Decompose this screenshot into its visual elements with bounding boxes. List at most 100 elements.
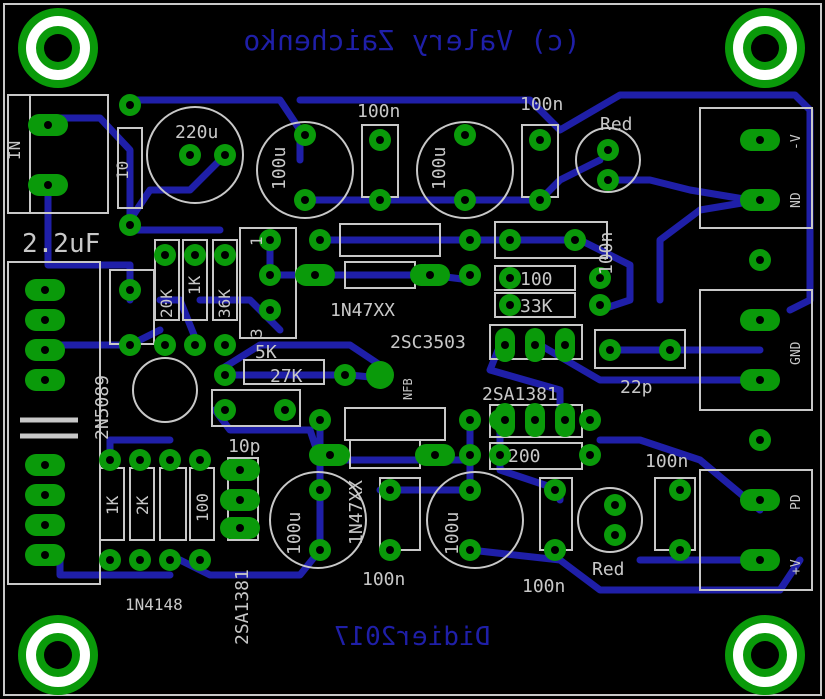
pad-hole [221,371,229,379]
pad-hole [126,221,134,229]
pad-hole [136,556,144,564]
label-red-top: Red [600,114,633,135]
pad-hole [316,236,324,244]
pad-hole [571,236,579,244]
credit-text: (c) Valery Zaichenko [243,24,580,57]
pad-hole [676,486,684,494]
label-n100-f: 100n [522,576,565,597]
pad-hole [196,456,204,464]
pad-hole [44,181,52,189]
label-pin1: 1 [247,236,266,246]
pad-hole [41,491,49,499]
label-r1kb: 1K [185,275,204,295]
label-r1k: 1K [103,495,122,515]
pad-hole [531,416,539,424]
author-text: Didier2017 [334,622,491,652]
label-c22p: 22p [620,377,653,398]
pad-hole [466,546,474,554]
pad-hole [106,456,114,464]
pad-hole [756,196,764,204]
label-c100u-a: 100u [269,147,290,190]
pad-hole [531,341,539,349]
label-r10: 10 [113,161,132,180]
pad-hole [586,416,594,424]
pad-hole [41,461,49,469]
pad-hole [604,176,612,184]
pad-hole [191,251,199,259]
label-c100u-d: 100u [442,512,463,555]
label-n100-b: 100n [520,94,563,115]
pad-hole [236,524,244,532]
pad-hole [136,456,144,464]
label-n100-c: 100n [596,232,617,275]
pad-hole [126,101,134,109]
pad-hole [676,546,684,554]
pad-hole [604,146,612,154]
label-r27k: 27K [270,366,303,387]
label-d3: 1N4148 [125,595,183,614]
pad-hole [106,556,114,564]
pad-hole [611,501,619,509]
pad-hole [466,486,474,494]
silk-labels: IN 2.2uF 220u 10 100u 100u 100u 100u 100… [5,94,804,645]
pad-hole [166,556,174,564]
pad-hole [496,451,504,459]
label-nfb: NFB [401,378,415,400]
label-d2: 1N47XX [346,480,367,545]
pad-hole [466,271,474,279]
pad-hole [41,376,49,384]
label-r5k: 5K [255,342,277,363]
label-c100u-b: 100u [429,147,450,190]
pad-hole [376,136,384,144]
pad-hole [536,196,544,204]
pad-hole [126,286,134,294]
pad-hole [426,271,434,279]
pad-hole [501,416,509,424]
mounting-holes [18,8,805,695]
pads [25,94,780,571]
pad-hole [461,196,469,204]
pad-hole [316,486,324,494]
pad-hole [221,341,229,349]
label-r33k: 33K [520,296,553,317]
pad-hole [221,151,229,159]
nfb-pad [366,361,394,389]
pad-hole [186,151,194,159]
pad-hole [756,496,764,504]
pad-hole [596,274,604,282]
label-r20k: 20K [157,289,176,318]
pad-hole [41,286,49,294]
pad-hole [221,251,229,259]
label-minus-v: -V [789,134,804,150]
pad-hole [756,316,764,324]
pad-hole [161,341,169,349]
label-pd: PD [789,494,804,510]
pad-hole [301,196,309,204]
pad-hole [236,466,244,474]
pad-hole [551,486,559,494]
pad-hole [386,486,394,494]
label-gnd-top: ND [789,192,804,208]
label-n100-a: 100n [357,101,400,122]
pad-hole [341,371,349,379]
label-c10p: 10p [228,436,261,457]
pad-hole [756,436,764,444]
pad-hole [41,521,49,529]
pad-hole [756,136,764,144]
label-gnd: GND [789,341,804,365]
label-r36k: 36K [215,289,234,318]
pad-hole [536,136,544,144]
label-t2: 2SA1381 [482,384,558,405]
label-cap-in: 2.2uF [22,229,100,259]
pad-hole [431,451,439,459]
pad-hole [266,236,274,244]
label-d1: 1N47XX [330,300,395,321]
pad-hole [666,346,674,354]
label-r100: 100 [520,269,553,290]
pad-hole [196,556,204,564]
label-n100-d: 100n [645,451,688,472]
label-in: IN [5,141,24,160]
header-texts: (c) Valery Zaichenko Didier2017 [243,24,580,652]
label-r2k: 2K [133,495,152,515]
pad-hole [126,341,134,349]
